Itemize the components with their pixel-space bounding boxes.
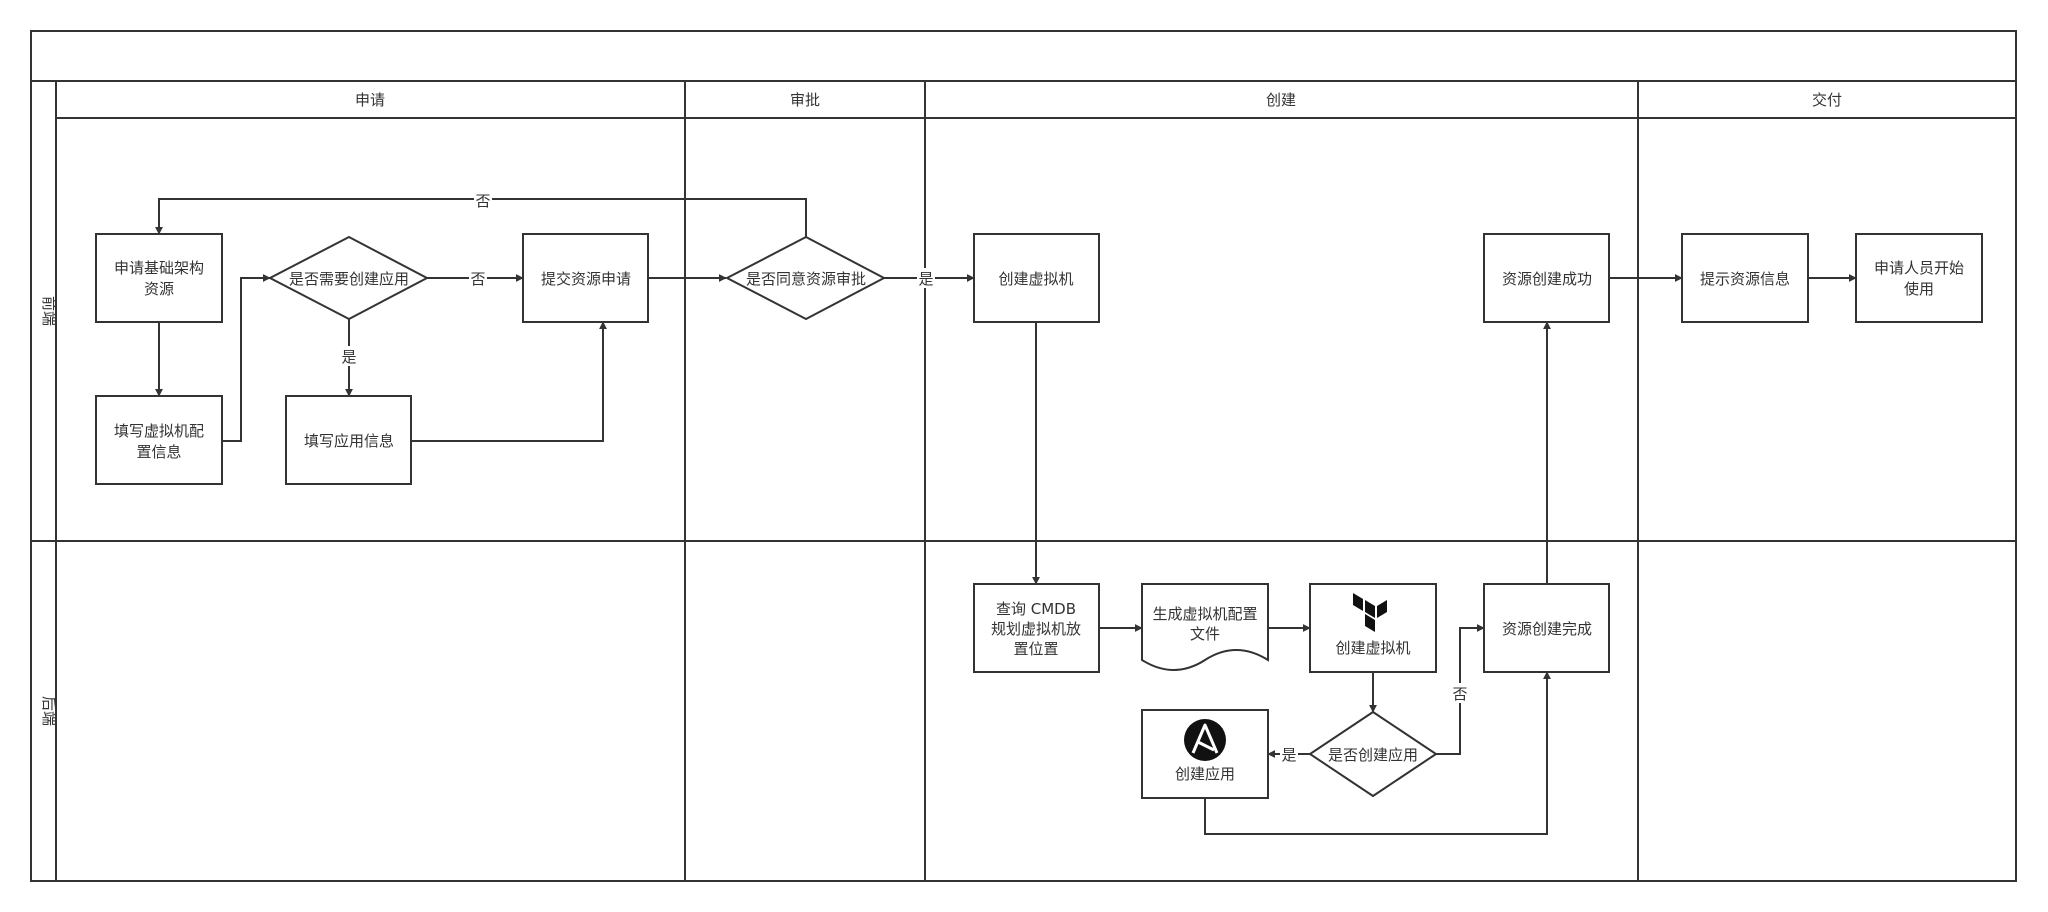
node-need-app-decision-label: 是否需要创建应用 (289, 270, 409, 288)
node-fill-vm-line2: 置信息 (136, 443, 181, 461)
node-create-vm-back: 创建虚拟机 (1309, 583, 1437, 673)
node-need-app-decision: 是否需要创建应用 (267, 235, 430, 321)
edge-label-back-yes: 是 (1281, 746, 1296, 764)
node-create-vm-back-label: 创建虚拟机 (1335, 639, 1410, 657)
lane-header-approve: 审批 (790, 91, 820, 109)
node-apply-infra-line1: 申请基础架构 (114, 259, 204, 277)
ansible-logo-icon (1184, 719, 1226, 761)
node-success-label: 资源创建成功 (1502, 270, 1592, 288)
lane-header-backend: 后端 (40, 696, 58, 726)
node-approve-decision: 是否同意资源审批 (724, 235, 887, 321)
node-start-use: 申请人员开始 使用 (1855, 233, 1983, 323)
lane-header-frontend: 前端 (40, 296, 58, 326)
node-start-use-line2: 使用 (1904, 280, 1934, 298)
lane-header-apply: 申请 (355, 91, 385, 109)
node-need-app-back-decision: 是否创建应用 (1308, 710, 1438, 798)
edge-label-approve-yes: 是 (918, 270, 933, 288)
node-approve-decision-label: 是否同意资源审批 (746, 270, 866, 288)
node-create-vm-front-label: 创建虚拟机 (998, 270, 1073, 288)
node-done: 资源创建完成 (1483, 583, 1610, 673)
node-show-info: 提示资源信息 (1681, 233, 1809, 323)
node-create-app-label: 创建应用 (1175, 765, 1235, 783)
edge-fillvm-to-decision (222, 274, 271, 442)
node-fill-app: 填写应用信息 (285, 395, 412, 485)
terraform-logo-icon (1353, 593, 1387, 632)
edge-label-need-app-yes: 是 (341, 348, 356, 366)
node-query-cmdb-line2: 规划虚拟机放 (991, 620, 1081, 638)
lane-header-deliver: 交付 (1812, 91, 1842, 109)
node-success: 资源创建成功 (1483, 233, 1610, 323)
edge-labels: 否 是 否 是 是 否 (340, 190, 1469, 764)
node-create-app: 创建应用 (1141, 709, 1269, 799)
node-query-cmdb: 查询 CMDB 规划虚拟机放 置位置 (973, 583, 1100, 673)
node-gen-config-line2: 文件 (1190, 625, 1220, 643)
edge-fillapp-to-submit (411, 321, 607, 442)
node-query-cmdb-line1: 查询 CMDB (996, 600, 1076, 618)
node-start-use-line1: 申请人员开始 (1874, 259, 1964, 277)
node-create-vm-front: 创建虚拟机 (973, 233, 1100, 323)
edge-label-need-app-no: 否 (470, 270, 485, 288)
node-show-info-label: 提示资源信息 (1700, 270, 1790, 288)
lane-header-create: 创建 (1266, 91, 1296, 109)
node-done-label: 资源创建完成 (1502, 620, 1592, 638)
edge-createapp-to-done (1204, 671, 1551, 835)
node-fill-vm-line1: 填写虚拟机配 (114, 422, 204, 440)
node-submit-label: 提交资源申请 (541, 270, 631, 288)
node-gen-config-line1: 生成虚拟机配置 (1152, 605, 1257, 623)
node-gen-config: 生成虚拟机配置 文件 (1141, 583, 1269, 671)
edge-label-back-no: 否 (1452, 685, 1467, 703)
node-fill-app-label: 填写应用信息 (304, 432, 394, 450)
swimlane-frame (30, 30, 2017, 882)
node-fill-vm: 填写虚拟机配 置信息 (95, 395, 223, 485)
node-query-cmdb-line3: 置位置 (1013, 640, 1058, 658)
node-apply-infra: 申请基础架构 资源 (95, 233, 223, 323)
node-need-app-back-decision-label: 是否创建应用 (1328, 746, 1418, 764)
node-apply-infra-line2: 资源 (144, 280, 174, 298)
edge-label-reject: 否 (475, 192, 490, 210)
node-submit: 提交资源申请 (522, 233, 649, 323)
